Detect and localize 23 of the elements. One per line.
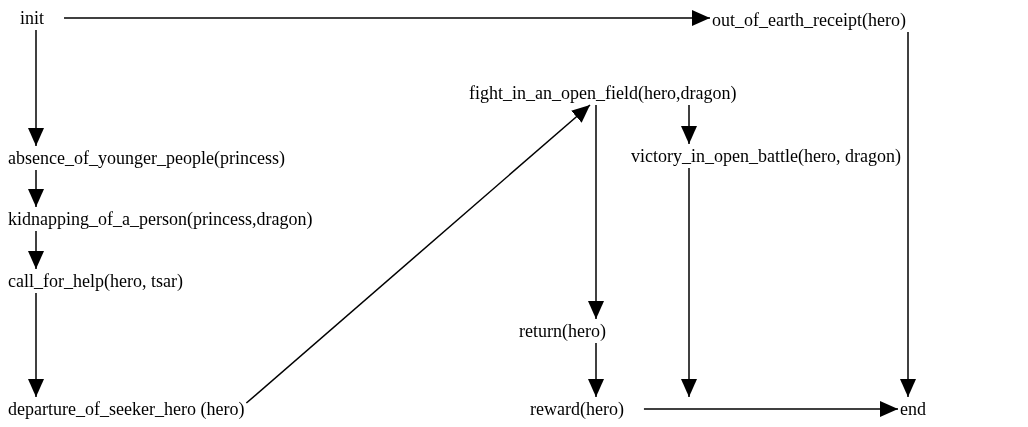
arrow: [681, 167, 697, 398]
state-label: call_for_help(hero, tsar): [8, 271, 183, 291]
arrow: [63, 10, 711, 26]
state-label: fight_in_an_open_field(hero,dragon): [469, 83, 737, 103]
state-label: end: [900, 399, 926, 419]
state-label: absence_of_younger_people(princess): [8, 148, 285, 168]
arrow: [900, 31, 916, 398]
state-label: victory_in_open_battle(hero, dragon): [631, 146, 901, 166]
arrow: [28, 29, 44, 147]
state-label: kidnapping_of_a_person(princess,dragon): [8, 209, 313, 229]
state-label: return(hero): [519, 321, 606, 341]
arrow: [643, 401, 899, 417]
state-label: out_of_earth_receipt(hero): [712, 10, 906, 30]
state-label: init: [20, 8, 44, 28]
state-label: reward(hero): [530, 399, 624, 419]
state-label: departure_of_seeker_hero (hero): [8, 399, 245, 419]
arrow: [28, 169, 44, 208]
arrow: [681, 104, 697, 145]
arrow: [28, 230, 44, 270]
arrow: [588, 104, 604, 320]
arrow: [28, 292, 44, 398]
arrow: [245, 104, 591, 404]
arrow: [588, 342, 604, 398]
